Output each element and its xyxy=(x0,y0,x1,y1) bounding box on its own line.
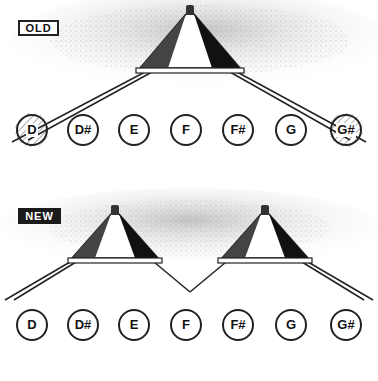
note-circle: G# xyxy=(330,114,362,146)
note-name: D xyxy=(26,318,37,332)
note-circle: D# xyxy=(67,114,99,146)
label-tag: NEW xyxy=(18,208,61,224)
note-circle: D xyxy=(16,309,48,341)
note-name: G# xyxy=(336,123,355,137)
note-name: E xyxy=(129,123,140,137)
note-circle: D xyxy=(16,114,48,146)
note-name: F# xyxy=(229,318,246,332)
note-circle: E xyxy=(118,309,150,341)
note-name: D# xyxy=(74,318,93,332)
label-tag: OLD xyxy=(18,20,59,36)
note-circle: F xyxy=(170,309,202,341)
note-circle: G# xyxy=(330,309,362,341)
note-circle: G xyxy=(275,309,307,341)
note-circle: F# xyxy=(222,114,254,146)
note-name: G xyxy=(285,318,297,332)
note-circle: F xyxy=(170,114,202,146)
note-name: G xyxy=(285,123,297,137)
note-name: F xyxy=(181,123,191,137)
note-circle: F# xyxy=(222,309,254,341)
note-name: D# xyxy=(74,123,93,137)
note-circle: G xyxy=(275,114,307,146)
note-circle: D# xyxy=(67,309,99,341)
note-name: F# xyxy=(229,123,246,137)
note-name: D xyxy=(26,123,37,137)
tag-text: OLD xyxy=(25,22,51,34)
note-name: E xyxy=(129,318,140,332)
note-circle: E xyxy=(118,114,150,146)
note-name: G# xyxy=(336,318,355,332)
tag-text: NEW xyxy=(25,210,54,222)
note-name: F xyxy=(181,318,191,332)
